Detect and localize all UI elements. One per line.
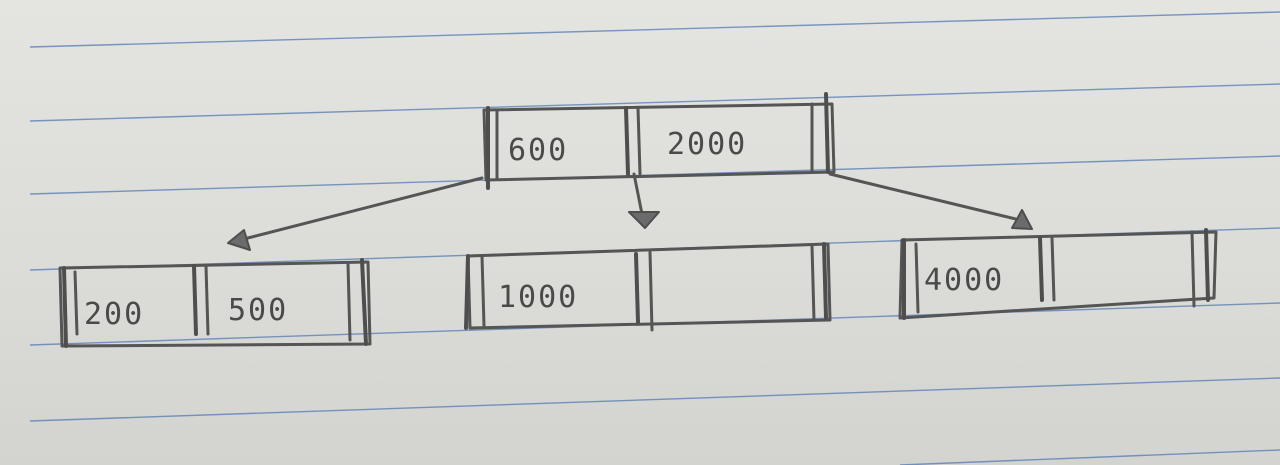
arrowhead-right-icon (1011, 209, 1033, 230)
ruled-line (899, 449, 1280, 465)
left-child-key-1: 200 (84, 297, 144, 332)
left-child-pointer-divider (360, 258, 368, 346)
ruled-line (29, 11, 1280, 48)
middle-child-pointer-divider (634, 252, 640, 324)
right-child-pointer-divider (1204, 228, 1210, 302)
left-child-node: 200 500 (58, 258, 372, 348)
right-child-pointer-divider (914, 242, 920, 314)
middle-child-pointer-divider (822, 242, 828, 320)
ruled-line (29, 377, 1280, 422)
right-child-pointer-divider (1038, 236, 1044, 302)
root-node: 600 2000 (482, 92, 836, 190)
left-child-pointer-divider (62, 266, 68, 348)
middle-child-node: 1000 (464, 242, 832, 332)
right-child-pointer-divider (1050, 236, 1056, 302)
ruled-lines (29, 11, 1280, 465)
middle-child-key-1: 1000 (498, 280, 578, 315)
root-pointer-divider (824, 92, 830, 174)
middle-child-pointer-divider (464, 254, 470, 330)
ruled-line (29, 83, 1280, 122)
right-child-pointer-divider (1190, 230, 1196, 308)
root-node-box (482, 102, 836, 182)
middle-child-pointer-divider (480, 254, 486, 328)
root-pointer-divider (636, 106, 642, 176)
left-child-pointer-divider (346, 262, 352, 342)
left-child-box (58, 260, 372, 348)
arrowhead-left-icon (227, 229, 251, 251)
root-key-2: 2000 (667, 127, 747, 162)
root-pointer-divider (624, 106, 630, 176)
right-child-box (898, 230, 1218, 320)
edge-root-to-middle-child (632, 172, 644, 216)
middle-child-box (466, 242, 832, 330)
left-child-pointer-divider (192, 264, 198, 336)
right-child-node: 4000 (898, 228, 1218, 320)
arrowhead-middle-icon (628, 211, 660, 229)
right-child-key-1: 4000 (924, 263, 1004, 298)
root-key-1: 600 (508, 133, 568, 168)
left-child-pointer-divider (204, 264, 210, 336)
left-child-pointer-divider (73, 270, 79, 336)
edge-root-to-left-child (238, 176, 484, 242)
middle-child-pointer-divider (648, 250, 654, 332)
edge-root-to-right-child (828, 172, 1022, 222)
middle-child-pointer-divider (810, 244, 816, 322)
tree-edges (227, 172, 1033, 251)
left-child-key-2: 500 (228, 293, 288, 328)
